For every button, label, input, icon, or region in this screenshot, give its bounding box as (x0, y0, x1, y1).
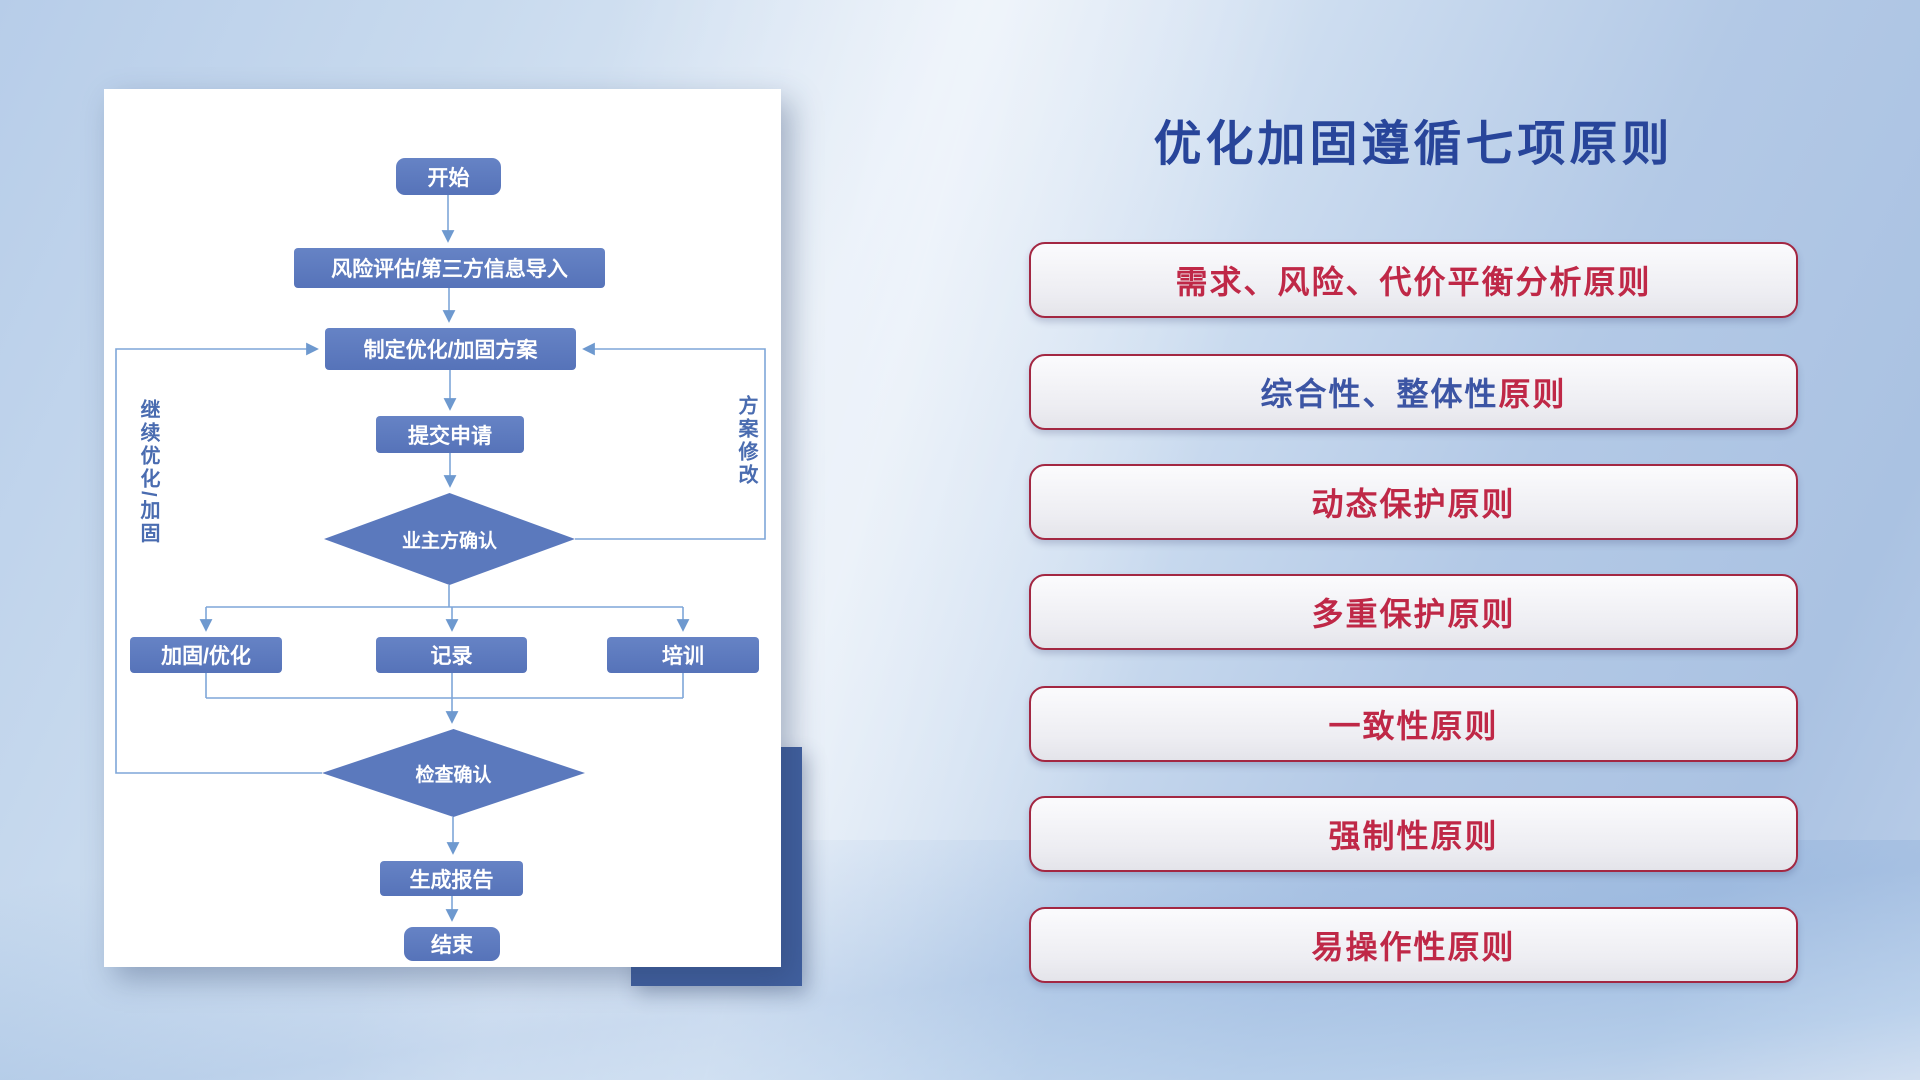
flow-node-report-label: 生成报告 (409, 868, 494, 892)
principle-item-3: 动态保护原则 (1029, 464, 1798, 540)
flow-node-end-label: 结束 (431, 934, 473, 957)
flow-node-start: 开始 (396, 158, 501, 195)
principle-item-2-text-a: 综合性、整体性 (1260, 376, 1499, 412)
flow-node-submit: 提交申请 (376, 416, 524, 453)
flow-node-training: 培训 (607, 637, 759, 673)
principle-item-7-text: 易操作性原则 (1311, 929, 1516, 965)
flow-node-end: 结束 (404, 927, 500, 961)
loop-label-continue: 继续优化/加固 (137, 399, 159, 546)
principle-item-4-text: 多重保护原则 (1311, 596, 1516, 632)
page-title: 优化加固遵循七项原则 (1153, 118, 1674, 171)
loop-label-revise: 方案修改 (735, 395, 757, 487)
flowchart-connectors (115, 195, 766, 922)
principle-item-2-text-b: 原则 (1498, 376, 1567, 412)
flow-node-submit-label: 提交申请 (408, 424, 492, 448)
flow-node-risk-import: 风险评估/第三方信息导入 (294, 248, 605, 288)
flow-node-make-plan-label: 制定优化/加固方案 (363, 339, 538, 362)
flow-node-record-label: 记录 (430, 645, 473, 668)
principle-item-1-text: 需求、风险、代价平衡分析原则 (1175, 264, 1652, 300)
flow-node-start-label: 开始 (427, 166, 470, 190)
principle-item-6-text: 强制性原则 (1328, 818, 1499, 854)
principle-item-4: 多重保护原则 (1029, 574, 1798, 650)
flow-node-record: 记录 (376, 637, 527, 673)
principles-column: 优化加固遵循七项原则 需求、风险、代价平衡分析原则 综合性、整体性 原则 动态保… (1029, 0, 1798, 1080)
flow-node-reinforce: 加固/优化 (130, 637, 282, 673)
flow-node-reinforce-label: 加固/优化 (161, 645, 251, 668)
flow-node-check-confirm-label: 检查确认 (415, 764, 492, 786)
flow-node-report: 生成报告 (380, 861, 523, 896)
flow-node-make-plan: 制定优化/加固方案 (325, 328, 576, 370)
flowchart-panel: 开始 风险评估/第三方信息导入 制定优化/加固方案 提交申请 业主方确认 加固/… (104, 89, 781, 967)
principle-item-1: 需求、风险、代价平衡分析原则 (1029, 242, 1798, 318)
principle-item-5: 一致性原则 (1029, 686, 1798, 762)
principle-item-2: 综合性、整体性 原则 (1029, 354, 1798, 430)
principle-item-3-text: 动态保护原则 (1311, 486, 1516, 522)
principle-item-7: 易操作性原则 (1029, 907, 1798, 983)
flow-node-owner-confirm-label: 业主方确认 (401, 530, 497, 552)
principle-item-6: 强制性原则 (1029, 796, 1798, 872)
flow-node-training-label: 培训 (662, 645, 704, 668)
flow-node-risk-import-label: 风险评估/第三方信息导入 (331, 258, 568, 281)
principle-item-5-text: 一致性原则 (1328, 708, 1499, 744)
